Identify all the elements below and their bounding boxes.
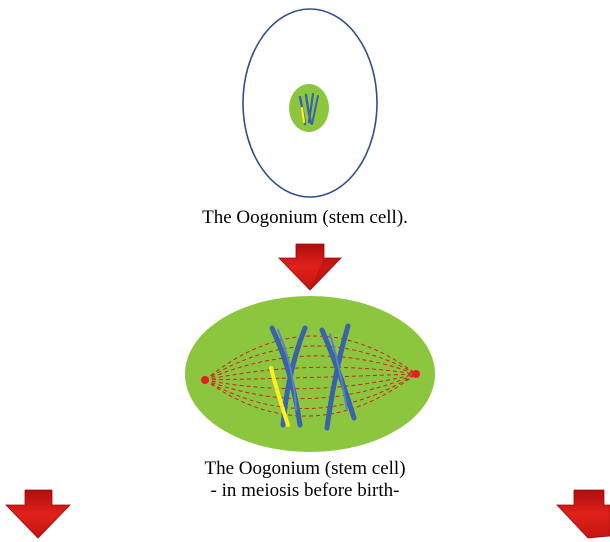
- centrosome-right: [412, 370, 420, 378]
- centrosome-left: [201, 376, 209, 384]
- meiosis-cell: [185, 296, 435, 452]
- oogonium-caption: The Oogonium (stem cell).: [0, 207, 610, 229]
- down-arrow-icon: [279, 244, 341, 290]
- meiosis-caption-line1: The Oogonium (stem cell): [0, 458, 610, 480]
- meiosis-caption-line2: - in meiosis before birth-: [0, 480, 610, 502]
- meiosis-caption: The Oogonium (stem cell) - in meiosis be…: [0, 458, 610, 502]
